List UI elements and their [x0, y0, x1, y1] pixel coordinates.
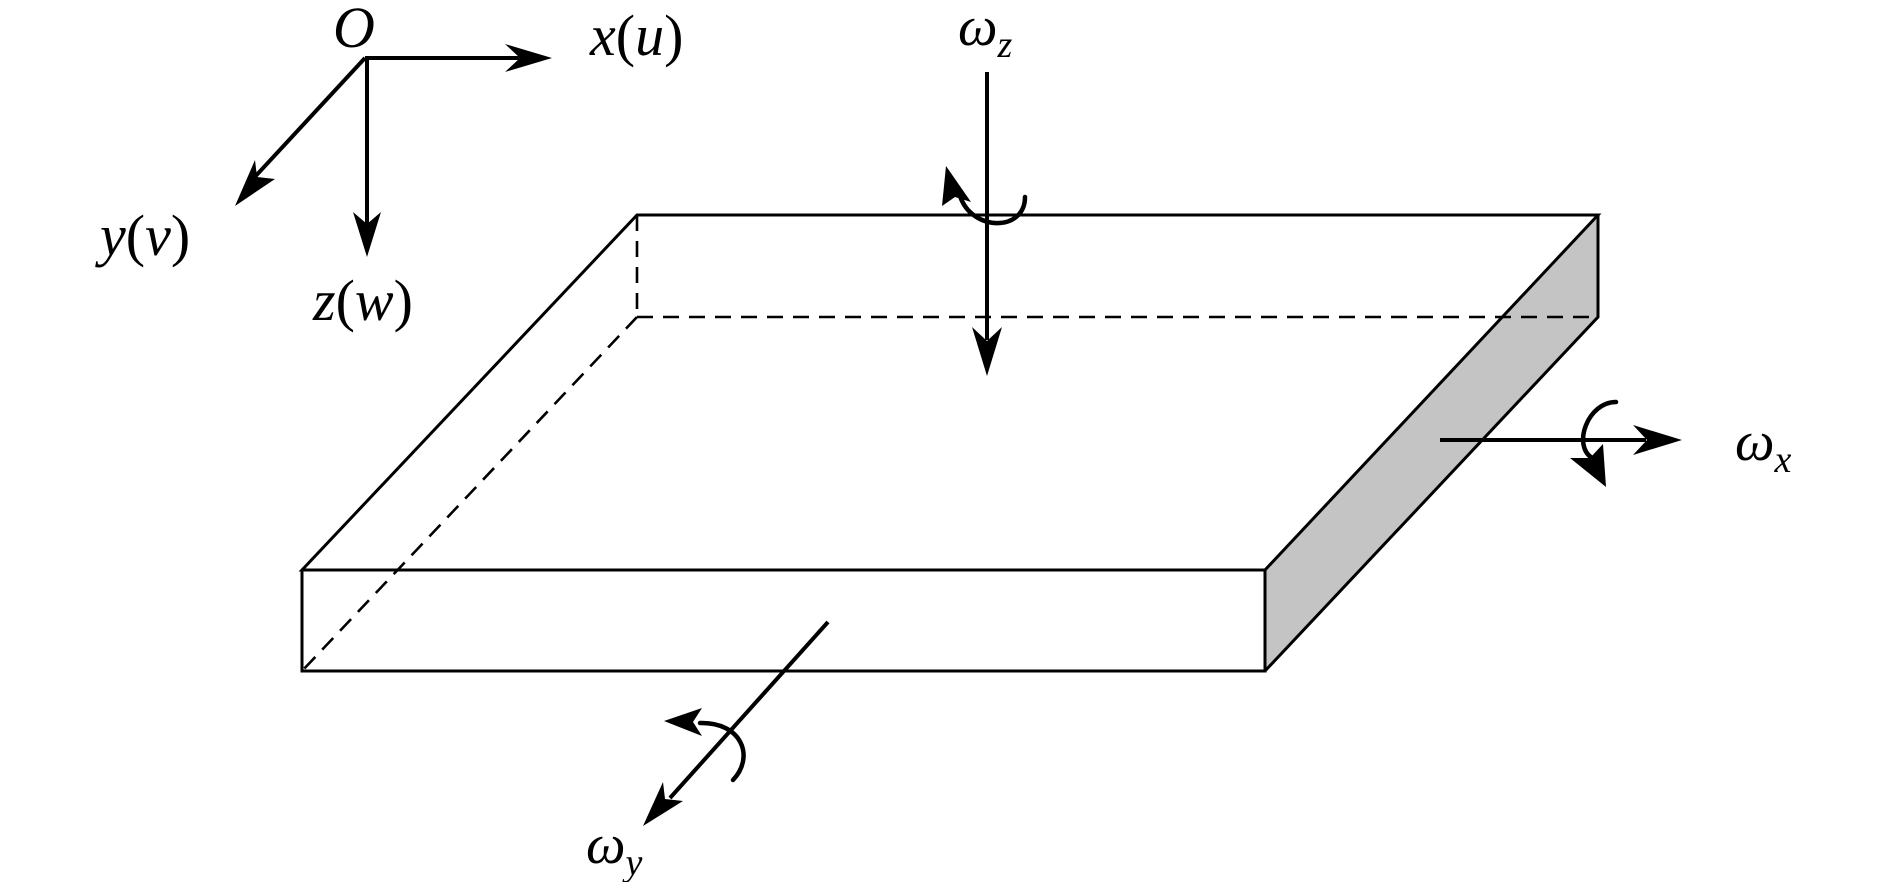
omega-y-subscript: y: [622, 842, 643, 882]
y-axis-label: y(v): [95, 203, 190, 268]
z-rotation-axis-arrowhead: [972, 327, 1002, 376]
omega-x-subscript: x: [1774, 439, 1792, 481]
z-rotation-arc: [957, 193, 1028, 226]
omega-z-label: ωz: [958, 0, 1013, 66]
z-axis-open-paren: (: [336, 268, 355, 333]
omega-x-label: ωx: [1735, 411, 1792, 481]
omega-z-subscript: z: [997, 24, 1013, 66]
z-axis-arrowhead: [353, 212, 381, 257]
y-rotation-axis-arrowhead: [643, 782, 683, 826]
z-axis-label: z(w): [312, 268, 413, 333]
x-rotation-arc: [1580, 399, 1619, 461]
y-rotation-axis: [668, 620, 830, 800]
x-axis-open-paren: (: [616, 3, 635, 68]
rotation-x: ωx: [1440, 399, 1792, 487]
z-axis-close-paren: ): [394, 268, 413, 333]
rotation-y: ωy: [586, 620, 830, 882]
rotation-z: ωz: [942, 0, 1028, 376]
plate-right-face-edges: [1263, 215, 1600, 673]
z-axis-variable: z: [312, 268, 336, 333]
x-rotation-axis-arrowhead: [1633, 425, 1682, 455]
x-axis-variable: x: [589, 3, 616, 68]
plate-right-face: [1265, 215, 1598, 671]
x-axis-arrowhead: [505, 44, 552, 72]
coordinate-system: O x(u) y(v) z(w): [95, 0, 683, 333]
hidden-edge-left-bottom: [301, 316, 638, 672]
y-axis-arrowhead: [235, 160, 275, 206]
plate: [298, 213, 1602, 673]
omega-y-symbol: ω: [586, 814, 626, 876]
x-axis-close-paren: ): [664, 3, 683, 68]
omega-z-symbol: ω: [958, 0, 998, 58]
y-rotation-arc-arrowhead: [664, 708, 702, 736]
plate-front-face: [300, 570, 1267, 673]
x-axis-label: x(u): [589, 3, 683, 68]
y-axis-line: [250, 56, 367, 182]
x-axis-displacement: u: [635, 3, 664, 68]
y-axis-close-paren: ): [171, 203, 190, 268]
omega-y-label: ωy: [586, 814, 643, 882]
z-rotation-arc-arrowhead: [942, 166, 971, 206]
y-axis-displacement: v: [145, 203, 171, 268]
origin-label: O: [333, 0, 375, 60]
y-axis-variable: y: [95, 203, 126, 268]
omega-x-symbol: ω: [1735, 411, 1775, 473]
x-rotation-arc-arrowhead: [1570, 444, 1606, 487]
y-axis-open-paren: (: [126, 203, 145, 268]
z-axis-displacement: w: [355, 268, 394, 333]
y-rotation-arc: [697, 720, 746, 783]
